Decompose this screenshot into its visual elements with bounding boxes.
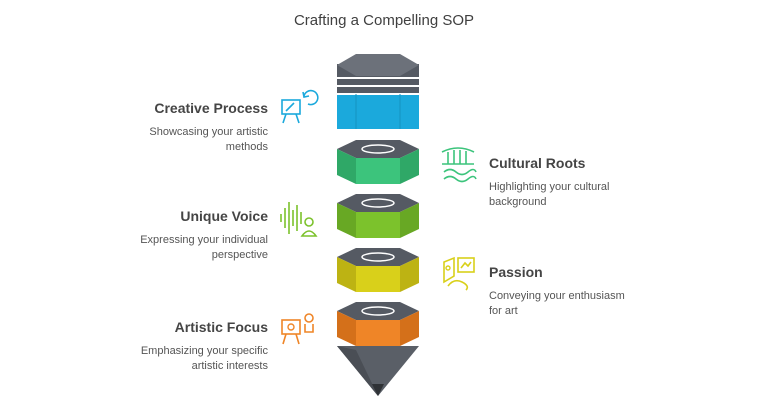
roots-icon xyxy=(441,147,477,183)
easel-refresh-icon xyxy=(281,89,319,124)
desc-passion: Conveying your enthusiasm for art xyxy=(489,290,625,317)
segment-creative-process xyxy=(337,54,419,129)
segment-cultural-roots xyxy=(337,140,419,184)
label-artistic-focus: Artistic Focus xyxy=(174,319,268,335)
label-creative-process: Creative Process xyxy=(154,100,268,116)
diagram-title: Crafting a Compelling SOP xyxy=(293,12,475,29)
paint-icon xyxy=(443,256,475,291)
label-unique-voice: Unique Voice xyxy=(180,208,268,224)
voice-icon xyxy=(280,202,318,237)
desc-artistic-focus: Emphasizing your specific artistic inter… xyxy=(140,345,268,372)
label-passion: Passion xyxy=(489,264,543,280)
segment-unique-voice xyxy=(337,194,419,238)
pencil-tip xyxy=(337,346,419,396)
segment-artistic-focus xyxy=(337,302,419,346)
desc-unique-voice: Expressing your individual perspective xyxy=(140,234,268,261)
desc-cultural-roots: Highlighting your cultural background xyxy=(489,181,610,208)
easel-focus-icon xyxy=(281,313,314,345)
segment-passion xyxy=(337,248,419,292)
label-cultural-roots: Cultural Roots xyxy=(489,155,586,171)
desc-creative-process: Showcasing your artistic methods xyxy=(149,126,268,153)
